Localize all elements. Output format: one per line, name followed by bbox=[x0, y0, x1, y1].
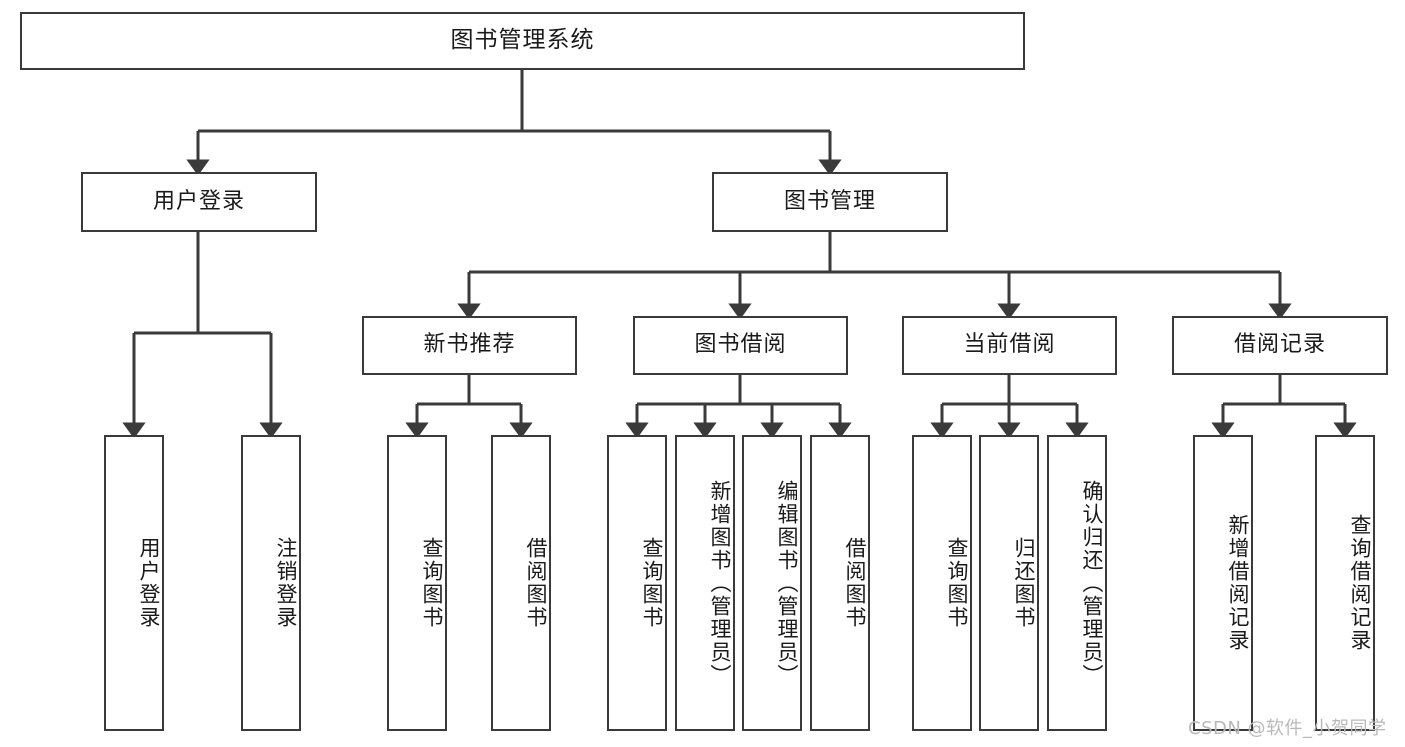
leaf-borrow-book-new-recommend[interactable]: 借阅图书 bbox=[491, 435, 551, 731]
leaf-add-book-admin[interactable]: 新增图书（管理员） bbox=[675, 435, 735, 731]
leaf-query-borrow-record[interactable]: 查询借阅记录 bbox=[1315, 435, 1375, 731]
leaf-query-book-current[interactable]: 查询图书 bbox=[912, 435, 972, 731]
leaf-edit-book-admin[interactable]: 编辑图书（管理员） bbox=[742, 435, 802, 731]
leaf-query-book-new-recommend[interactable]: 查询图书 bbox=[387, 435, 447, 731]
node-current-borrow[interactable]: 当前借阅 bbox=[902, 316, 1117, 375]
node-user-login[interactable]: 用户登录 bbox=[81, 172, 317, 232]
node-book-management-system[interactable]: 图书管理系统 bbox=[20, 12, 1025, 70]
leaf-add-borrow-record[interactable]: 新增借阅记录 bbox=[1193, 435, 1253, 731]
leaf-user-login[interactable]: 用户登录 bbox=[104, 435, 164, 731]
csdn-watermark: CSDN @软件_小贺同学 bbox=[1188, 718, 1387, 739]
leaf-return-book[interactable]: 归还图书 bbox=[979, 435, 1039, 731]
node-book-management[interactable]: 图书管理 bbox=[712, 172, 948, 232]
node-new-book-recommend[interactable]: 新书推荐 bbox=[362, 316, 577, 375]
leaf-borrow-book[interactable]: 借阅图书 bbox=[810, 435, 870, 731]
node-borrow-record[interactable]: 借阅记录 bbox=[1172, 316, 1388, 375]
node-book-borrow[interactable]: 图书借阅 bbox=[633, 316, 848, 375]
leaf-confirm-return-admin[interactable]: 确认归还（管理员） bbox=[1047, 435, 1107, 731]
leaf-query-book-borrow[interactable]: 查询图书 bbox=[607, 435, 667, 731]
leaf-logout[interactable]: 注销登录 bbox=[241, 435, 301, 731]
